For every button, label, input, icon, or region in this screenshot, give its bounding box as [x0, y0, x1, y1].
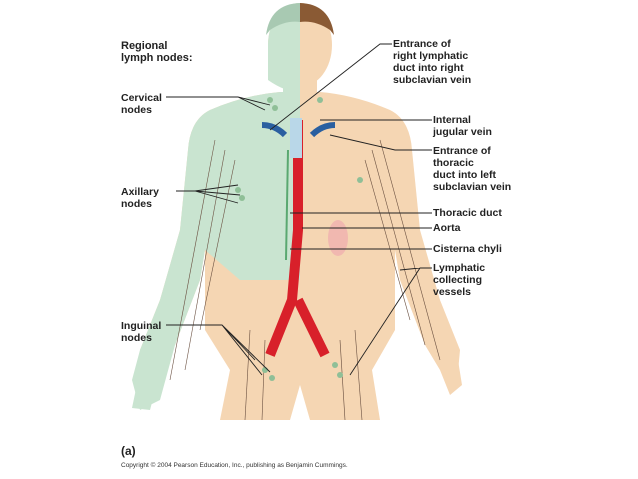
copyright: Copyright © 2004 Pearson Education, Inc.…: [121, 462, 348, 469]
legend-title: Regional lymph nodes:: [121, 40, 193, 64]
label-axillary-nodes: Axillary nodes: [121, 186, 159, 210]
label-internal-jugular-vein: Internal jugular vein: [433, 114, 492, 138]
label-right-lymphatic-duct: Entrance of right lymphatic duct into ri…: [393, 38, 472, 86]
leader-lines: [166, 43, 432, 376]
label-thoracic-duct: Thoracic duct: [433, 207, 502, 219]
label-aorta: Aorta: [433, 222, 461, 234]
panel-label: (a): [121, 444, 136, 458]
label-cisterna-chyli: Cisterna chyli: [433, 243, 502, 255]
label-cervical-nodes: Cervical nodes: [121, 92, 162, 116]
label-inguinal-nodes: Inguinal nodes: [121, 320, 162, 344]
label-lymphatic-collecting-vessels: Lymphatic collecting vessels: [433, 262, 486, 298]
label-thoracic-duct-entrance: Entrance of thoracic duct into left subc…: [433, 145, 512, 193]
vessels: [169, 97, 441, 421]
